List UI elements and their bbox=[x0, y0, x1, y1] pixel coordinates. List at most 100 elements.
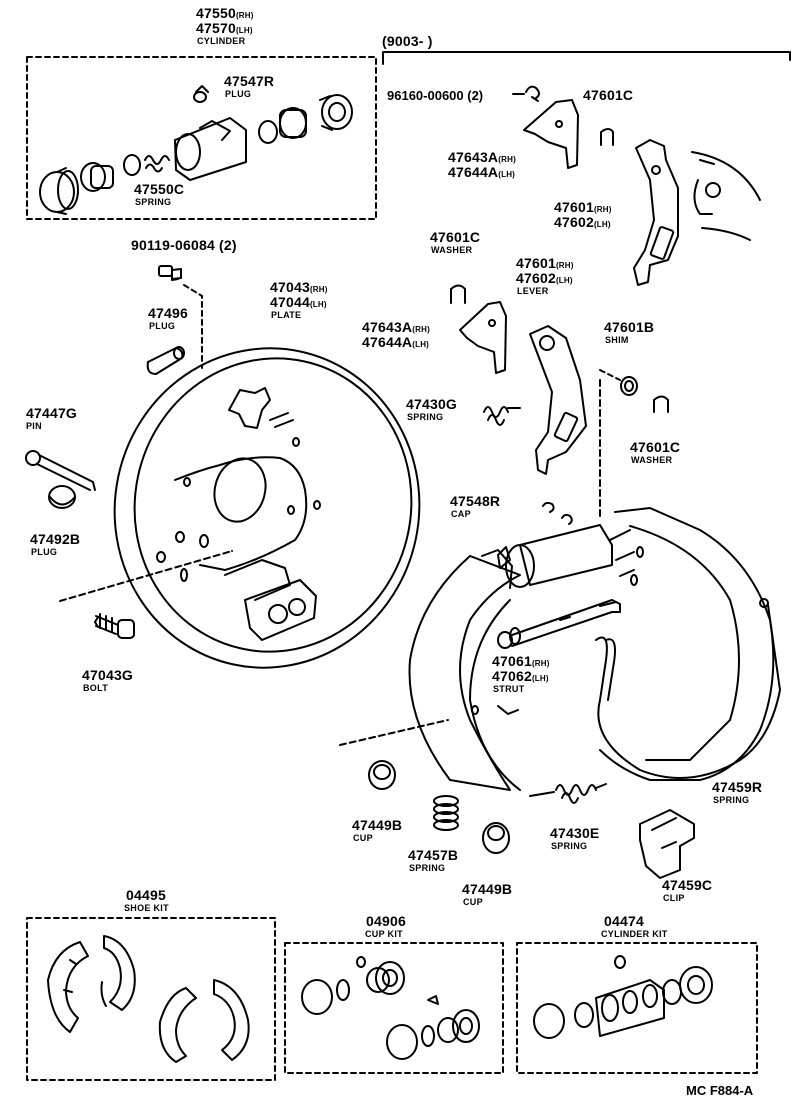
bolt-47043g-name: BOLT bbox=[83, 683, 109, 693]
bolt-90119-drawing bbox=[158, 265, 182, 281]
cup-47449b-b-name: CUP bbox=[463, 897, 483, 907]
bolt-47043g-partno: 47043G bbox=[82, 667, 134, 683]
shoe-kit-name: SHOE KIT bbox=[124, 903, 169, 913]
spring-47459r-name: SPRING bbox=[713, 795, 750, 805]
strut-partno-lh: 47062(LH) bbox=[492, 668, 549, 684]
washer-mid-name: WASHER bbox=[431, 245, 473, 255]
bolt-47043g-drawing bbox=[94, 613, 135, 639]
spring-47430e-name: SPRING bbox=[551, 841, 588, 851]
bolt-leader bbox=[183, 284, 203, 369]
shoe-kit-drawing bbox=[47, 935, 250, 1063]
serial-range-label: (9003- ) bbox=[382, 33, 433, 49]
cylinder-partno-lh: 47570(LH) bbox=[196, 20, 253, 36]
clip-47459c-drawing bbox=[639, 809, 695, 879]
pin-47447g-partno: 47447G bbox=[26, 405, 78, 421]
bracket-mid-drawing bbox=[459, 301, 507, 374]
shim-name: SHIM bbox=[605, 335, 629, 345]
pin-47447g-name: PIN bbox=[26, 421, 42, 431]
spring-47459r-partno: 47459R bbox=[712, 779, 763, 795]
plug-47492b-drawing bbox=[48, 485, 76, 509]
bracket-mid-partno-lh: 47644A(LH) bbox=[362, 334, 430, 350]
serial-range-bracket bbox=[382, 51, 791, 65]
lever-top-partno-lh: 47602(LH) bbox=[554, 214, 611, 230]
strut-drawing bbox=[497, 599, 621, 649]
plug-47496-partno: 47496 bbox=[148, 305, 188, 321]
spring-47550c-partno: 47550C bbox=[134, 181, 185, 197]
spring-47430g-drawing bbox=[483, 406, 521, 426]
brake-shoes-drawing bbox=[408, 507, 775, 791]
bolt-leader-dashed bbox=[59, 550, 233, 602]
dashed-box-cup-kit bbox=[284, 942, 504, 1074]
cup-47449b-a-drawing bbox=[368, 760, 396, 790]
figure-code: MC F884-A bbox=[686, 1083, 754, 1098]
washer-mid-partno: 47601C bbox=[430, 229, 481, 245]
clip-96160-drawing bbox=[525, 85, 540, 102]
cylinder-kit-drawing bbox=[533, 955, 713, 1039]
spring-47430e-drawing bbox=[529, 783, 607, 804]
cup-47449b-b-drawing bbox=[482, 822, 510, 854]
strut-name: STRUT bbox=[493, 684, 525, 694]
plate-partno: 47043(RH) bbox=[270, 279, 328, 295]
washer-top-drawing bbox=[600, 128, 614, 146]
bracket-top-drawing bbox=[523, 99, 579, 169]
washer-mid-drawing bbox=[450, 284, 466, 304]
bracket-top-partno-lh: 47644A(LH) bbox=[448, 164, 516, 180]
plug-47547r-name: PLUG bbox=[225, 89, 252, 99]
cylinder-name: CYLINDER bbox=[197, 36, 246, 46]
plate-name: PLATE bbox=[271, 310, 302, 320]
dashed-box-cylinder bbox=[26, 56, 377, 220]
cup-47449b-a-partno: 47449B bbox=[352, 817, 403, 833]
washer-low-partno: 47601C bbox=[630, 439, 681, 455]
plug-47496-name: PLUG bbox=[149, 321, 176, 331]
shoe-kit-partno: 04495 bbox=[126, 887, 166, 903]
dashed-box-shoe-kit bbox=[26, 917, 276, 1081]
backing-plate-drawing bbox=[113, 347, 421, 669]
shoe-edge-top-right bbox=[691, 151, 761, 241]
shim-drawing bbox=[620, 376, 638, 396]
plug-47496-drawing bbox=[146, 346, 185, 375]
cup-kit-partno: 04906 bbox=[366, 913, 406, 929]
cap-47548r-partno: 47548R bbox=[450, 493, 501, 509]
lever-mid-partno-lh: 47602(LH) bbox=[516, 270, 573, 286]
spring-47457b-partno: 47457B bbox=[408, 847, 459, 863]
lever-mid-partno: 47601(RH) bbox=[516, 255, 574, 271]
pin-47447g-drawing bbox=[25, 450, 96, 491]
cup-kit-drawing bbox=[301, 956, 480, 1060]
lever-top-partno: 47601(RH) bbox=[554, 199, 612, 215]
bracket-mid-partno: 47643A(RH) bbox=[362, 319, 430, 335]
cylinder-kit-name: CYLINDER KIT bbox=[601, 929, 668, 939]
spring-47457b-name: SPRING bbox=[409, 863, 446, 873]
clip-47459c-partno: 47459C bbox=[662, 877, 713, 893]
spring-47430g-partno: 47430G bbox=[406, 396, 458, 412]
shim-partno: 47601B bbox=[604, 319, 655, 335]
lever-top-drawing bbox=[633, 139, 679, 286]
plug-47492b-partno: 47492B bbox=[30, 531, 81, 547]
spring-47550c-name: SPRING bbox=[135, 197, 172, 207]
spring-47430g-name: SPRING bbox=[407, 412, 444, 422]
clip-47459c-name: CLIP bbox=[663, 893, 685, 903]
washer-top-partno: 47601C bbox=[583, 87, 634, 103]
bolt-90119-partno: 90119-06084 (2) bbox=[131, 237, 237, 253]
cylinder-kit-partno: 04474 bbox=[604, 913, 644, 929]
spring-47457b-drawing bbox=[433, 795, 459, 831]
spring-47459r-drawing bbox=[595, 598, 781, 779]
cylinder-partno: 47550(RH) bbox=[196, 5, 254, 21]
shim-leader bbox=[599, 369, 621, 381]
spring-47430e-partno: 47430E bbox=[550, 825, 600, 841]
lever-mid-drawing bbox=[529, 325, 587, 475]
plug-47547r-partno: 47547R bbox=[224, 73, 275, 89]
bracket-top-partno: 47643A(RH) bbox=[448, 149, 516, 165]
lever-mid-name: LEVER bbox=[517, 286, 549, 296]
cup-47449b-b-partno: 47449B bbox=[462, 881, 513, 897]
cup-leader-dashed bbox=[339, 719, 449, 746]
washer-low-drawing bbox=[653, 395, 669, 413]
dashed-box-cylinder-kit bbox=[516, 942, 758, 1074]
cup-47449b-a-name: CUP bbox=[353, 833, 373, 843]
plug-47492b-name: PLUG bbox=[31, 547, 58, 557]
strut-partno: 47061(RH) bbox=[492, 653, 550, 669]
wheel-cylinder-exploded-drawing bbox=[39, 85, 353, 215]
cap-47548r-name: CAP bbox=[451, 509, 471, 519]
wheel-cylinder-assembled-drawing bbox=[497, 501, 613, 588]
